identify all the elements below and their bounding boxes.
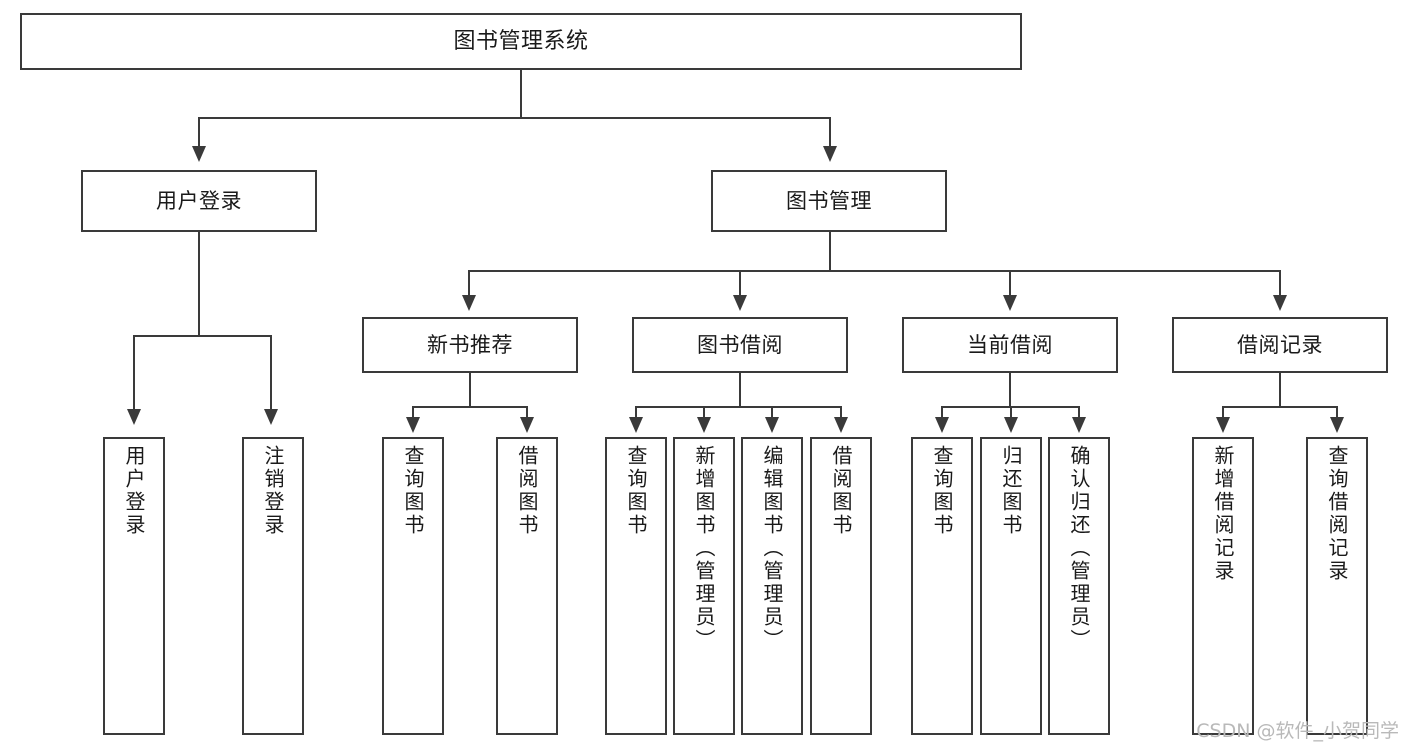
- node-label: 查询图书: [401, 445, 425, 537]
- leaf-cb-query-book[interactable]: 查询图书: [911, 437, 973, 735]
- connector-bm-drop-2: [739, 270, 741, 296]
- leaf-br-add-record[interactable]: 新增借阅记录: [1192, 437, 1254, 735]
- leaf-br-query-record[interactable]: 查询借阅记录: [1306, 437, 1368, 735]
- arrowhead-leaf-user-login: [127, 409, 141, 425]
- connector-book-management-bus: [468, 270, 1280, 272]
- node-label: 归还图书: [999, 445, 1023, 537]
- node-label: 查询图书: [624, 445, 648, 537]
- node-label: 注销登录: [261, 445, 285, 537]
- node-label: 新书推荐: [427, 332, 513, 357]
- watermark: CSDN @软件_小贺同学: [1196, 720, 1399, 742]
- connector-br-drop-2: [1336, 406, 1338, 418]
- connector-book-management-stem: [829, 232, 831, 271]
- connector-bm-drop-3: [1009, 270, 1011, 296]
- connector-bb-drop-4: [840, 406, 842, 418]
- node-label: 确认归还（管理员）: [1067, 445, 1091, 652]
- connector-br-drop-1: [1222, 406, 1224, 418]
- arrowhead-bb-leaf-4: [834, 417, 848, 433]
- arrowhead-cb-leaf-1: [935, 417, 949, 433]
- node-current-borrow[interactable]: 当前借阅: [902, 317, 1118, 373]
- connector-nbr-drop-1: [412, 406, 414, 418]
- arrowhead-book-borrow: [733, 295, 747, 311]
- leaf-nbr-borrow-book[interactable]: 借阅图书: [496, 437, 558, 735]
- node-borrow-record[interactable]: 借阅记录: [1172, 317, 1388, 373]
- arrowhead-bb-leaf-3: [765, 417, 779, 433]
- connector-nbr-stem: [469, 373, 471, 407]
- connector-cb-drop-3: [1078, 406, 1080, 418]
- connector-root-to-book-management: [829, 117, 831, 147]
- arrowhead-br-leaf-2: [1330, 417, 1344, 433]
- connector-user-login-stem: [198, 232, 200, 336]
- connector-root-to-user-login: [198, 117, 200, 147]
- node-label: 查询图书: [930, 445, 954, 537]
- node-label: 借阅图书: [515, 445, 539, 537]
- arrowhead-bb-leaf-2: [697, 417, 711, 433]
- arrowhead-cb-leaf-2: [1004, 417, 1018, 433]
- leaf-cb-confirm-return-admin[interactable]: 确认归还（管理员）: [1048, 437, 1110, 735]
- connector-root-stem: [520, 70, 522, 118]
- leaf-bb-borrow-book[interactable]: 借阅图书: [810, 437, 872, 735]
- leaf-bb-query-book[interactable]: 查询图书: [605, 437, 667, 735]
- node-root-book-management-system[interactable]: 图书管理系统: [20, 13, 1022, 70]
- leaf-cb-return-book[interactable]: 归还图书: [980, 437, 1042, 735]
- connector-user-login-drop-1: [133, 335, 135, 410]
- arrowhead-cb-leaf-3: [1072, 417, 1086, 433]
- arrowhead-user-login: [192, 146, 206, 162]
- arrowhead-book-management: [823, 146, 837, 162]
- node-label: 用户登录: [122, 445, 146, 537]
- connector-bm-drop-1: [468, 270, 470, 296]
- node-user-login[interactable]: 用户登录: [81, 170, 317, 232]
- arrowhead-borrow-record: [1273, 295, 1287, 311]
- node-label: 当前借阅: [967, 332, 1053, 357]
- connector-nbr-drop-2: [526, 406, 528, 418]
- node-label: 编辑图书（管理员）: [760, 445, 784, 652]
- leaf-user-login[interactable]: 用户登录: [103, 437, 165, 735]
- node-book-management[interactable]: 图书管理: [711, 170, 947, 232]
- arrowhead-bb-leaf-1: [629, 417, 643, 433]
- connector-root-bus: [198, 117, 831, 119]
- connector-bb-stem: [739, 373, 741, 407]
- connector-user-login-bus: [133, 335, 272, 337]
- connector-bb-drop-3: [771, 406, 773, 418]
- leaf-logout[interactable]: 注销登录: [242, 437, 304, 735]
- connector-br-stem: [1279, 373, 1281, 407]
- connector-bb-drop-2: [703, 406, 705, 418]
- node-label: 查询借阅记录: [1325, 445, 1349, 583]
- connector-nbr-bus: [412, 406, 528, 408]
- node-label: 图书管理: [786, 188, 872, 213]
- arrowhead-br-leaf-1: [1216, 417, 1230, 433]
- node-label: 新增借阅记录: [1211, 445, 1235, 583]
- leaf-bb-edit-book-admin[interactable]: 编辑图书（管理员）: [741, 437, 803, 735]
- arrowhead-nbr-leaf-1: [406, 417, 420, 433]
- node-label: 借阅图书: [829, 445, 853, 537]
- node-book-borrow[interactable]: 图书借阅: [632, 317, 848, 373]
- node-label: 用户登录: [156, 188, 242, 213]
- connector-bb-bus: [635, 406, 842, 408]
- connector-cb-drop-2: [1010, 406, 1012, 418]
- leaf-bb-add-book-admin[interactable]: 新增图书（管理员）: [673, 437, 735, 735]
- node-label: 图书管理系统: [453, 28, 589, 54]
- node-new-book-recommend[interactable]: 新书推荐: [362, 317, 578, 373]
- connector-bm-drop-4: [1279, 270, 1281, 296]
- arrowhead-current-borrow: [1003, 295, 1017, 311]
- connector-cb-stem: [1009, 373, 1011, 407]
- connector-bb-drop-1: [635, 406, 637, 418]
- connector-cb-drop-1: [941, 406, 943, 418]
- arrowhead-leaf-logout: [264, 409, 278, 425]
- connector-br-bus: [1222, 406, 1338, 408]
- leaf-nbr-query-book[interactable]: 查询图书: [382, 437, 444, 735]
- node-label: 新增图书（管理员）: [692, 445, 716, 652]
- arrowhead-new-book-recommend: [462, 295, 476, 311]
- arrowhead-nbr-leaf-2: [520, 417, 534, 433]
- node-label: 图书借阅: [697, 332, 783, 357]
- node-label: 借阅记录: [1237, 332, 1323, 357]
- connector-user-login-drop-2: [270, 335, 272, 410]
